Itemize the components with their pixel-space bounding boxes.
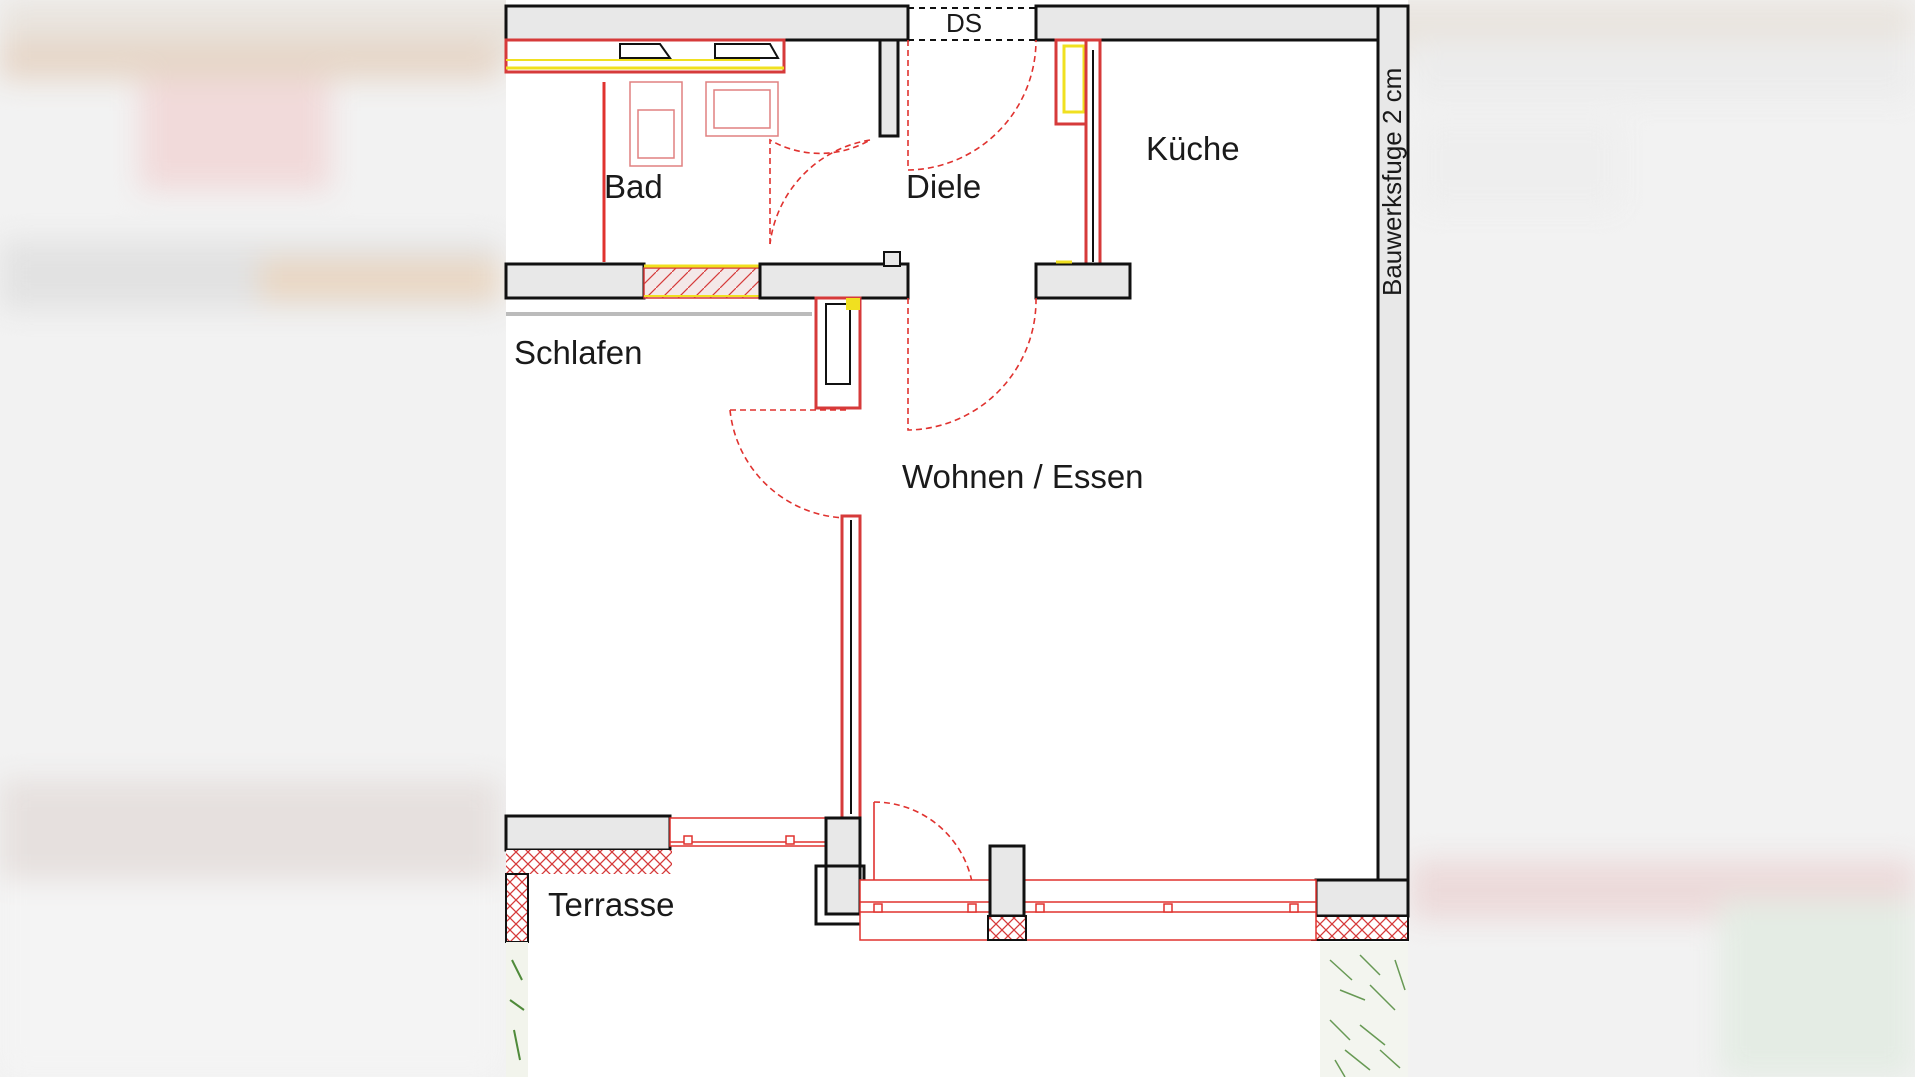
- label-bauwerksfuge: Bauwerksfuge 2 cm: [1377, 68, 1407, 296]
- room-label-schlafen: Schlafen: [514, 334, 642, 371]
- wall-inner-right: [1034, 262, 1132, 300]
- wall-inner-mid: [758, 262, 910, 300]
- column-mid: [988, 844, 1026, 918]
- terrace-greenery-left: [506, 942, 528, 1077]
- room-label-diele: Diele: [906, 168, 981, 205]
- wall-bottom-right-hatch: [1311, 915, 1409, 941]
- wall-top-left: [504, 4, 910, 42]
- window-right: [859, 879, 1317, 941]
- wall-bottom-right: [1314, 878, 1410, 918]
- room-label-kueche: Küche: [1146, 130, 1240, 167]
- wall-inner-left: [504, 262, 646, 300]
- label-ds: DS: [946, 8, 982, 38]
- wall-bottom-left: [504, 814, 672, 852]
- room-label-terrasse: Terrasse: [548, 886, 675, 923]
- room-label-bad: Bad: [604, 168, 663, 205]
- wall-inner-insulated: [643, 267, 761, 299]
- room-label-wohnen-essen: Wohnen / Essen: [902, 458, 1144, 495]
- wall-top-right: [1034, 4, 1410, 42]
